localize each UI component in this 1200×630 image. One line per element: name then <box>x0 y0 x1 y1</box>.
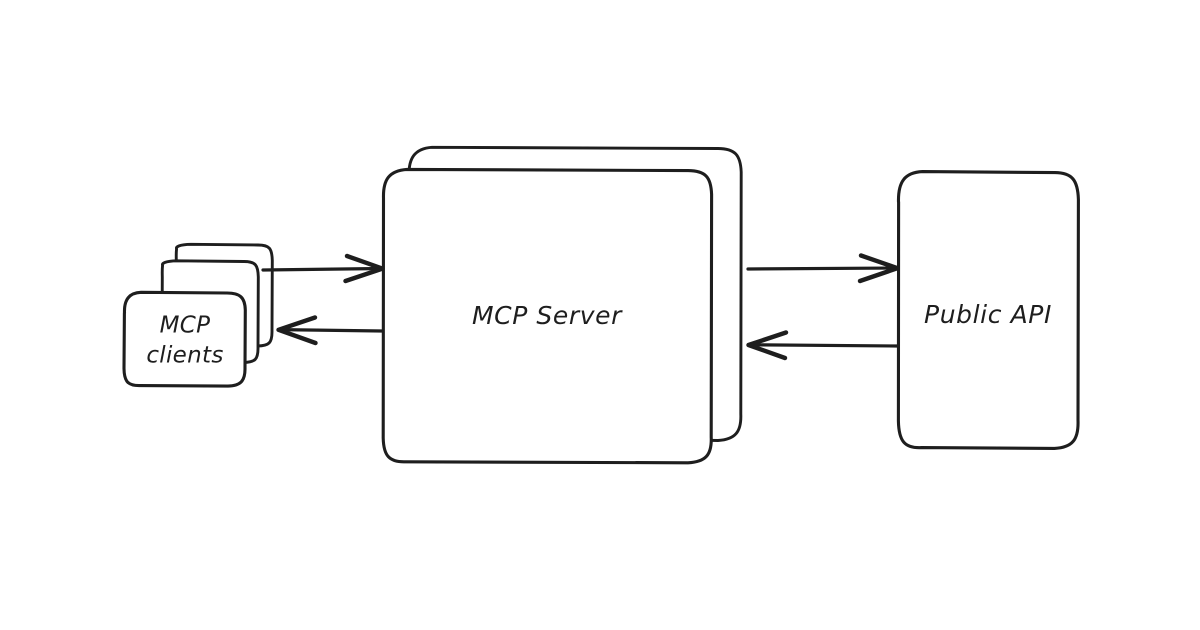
mcp-clients-label-line-2: clients <box>146 343 223 369</box>
connector-api-to-server-line <box>748 343 899 348</box>
mcp-clients-card-front <box>122 290 247 388</box>
node-public-api[interactable]: Public API <box>896 170 1080 450</box>
connector-api-to-server[interactable] <box>746 330 899 361</box>
node-mcp-clients[interactable]: MCP clients <box>122 242 274 388</box>
connector-clients-to-server-line <box>261 266 384 272</box>
public-api-card <box>896 170 1080 450</box>
mcp-clients-label-line-1: MCP <box>160 313 211 339</box>
public-api-label: Public API <box>924 300 1052 329</box>
connector-server-to-clients-arrowhead <box>276 315 318 346</box>
mcp-server-label: MCP Server <box>472 301 623 330</box>
connector-server-to-api-arrowhead <box>857 253 900 284</box>
connector-server-to-api[interactable] <box>746 253 900 284</box>
connector-server-to-clients[interactable] <box>276 315 384 346</box>
connector-server-to-clients-line <box>278 328 384 333</box>
connector-clients-to-server-arrowhead <box>343 253 385 284</box>
connector-api-to-server-arrowhead <box>746 330 789 361</box>
connector-server-to-api-line <box>746 266 899 271</box>
node-mcp-server[interactable]: MCP Server <box>381 145 743 465</box>
mcp-server-card-front <box>381 167 714 465</box>
connector-clients-to-server[interactable] <box>261 253 385 284</box>
